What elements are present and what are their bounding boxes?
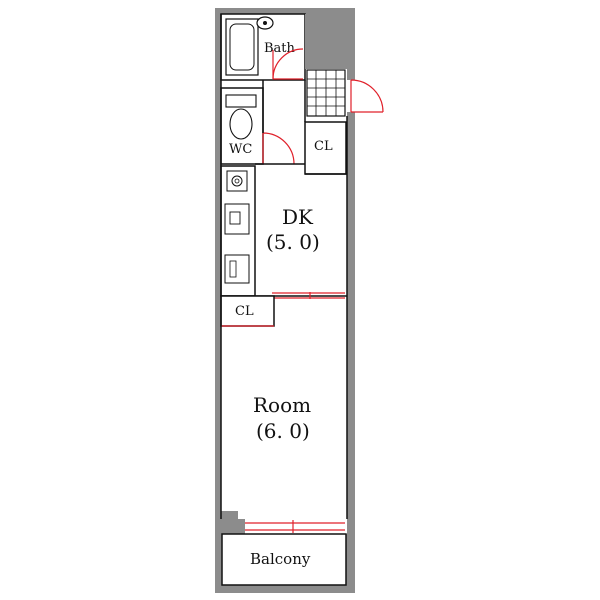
wc-area: WC [220, 87, 295, 165]
fridge-icon [224, 254, 250, 284]
kitchen-counter [220, 165, 256, 297]
balcony-window [245, 519, 347, 534]
room-label-balcony: Balcony [250, 550, 311, 568]
closet-top: CL [304, 121, 347, 175]
entrance-door-icon [347, 79, 384, 113]
room-label-wc: WC [229, 142, 252, 157]
room-label-room: Room [253, 393, 311, 417]
pillar [221, 511, 238, 521]
toilet-icon [229, 108, 253, 140]
pipe-space [305, 14, 347, 69]
washer-pan-icon [306, 69, 346, 117]
room-label-dk: DK [282, 205, 314, 229]
room-label-bath: Bath [264, 41, 296, 56]
room-label-closet-top: CL [314, 139, 333, 154]
balcony: Balcony [221, 533, 347, 586]
stove-icon [226, 170, 248, 192]
bath-area: Bath [220, 13, 306, 81]
interior-walls [220, 14, 348, 519]
room-size-room: (6. 0) [256, 419, 310, 443]
toilet-tank-icon [225, 94, 257, 108]
room-label-closet-mid: CL [235, 304, 254, 319]
closet-mid: CL [220, 295, 275, 327]
room-size-dk: (5. 0) [266, 230, 320, 254]
wc-door-icon [262, 132, 295, 165]
